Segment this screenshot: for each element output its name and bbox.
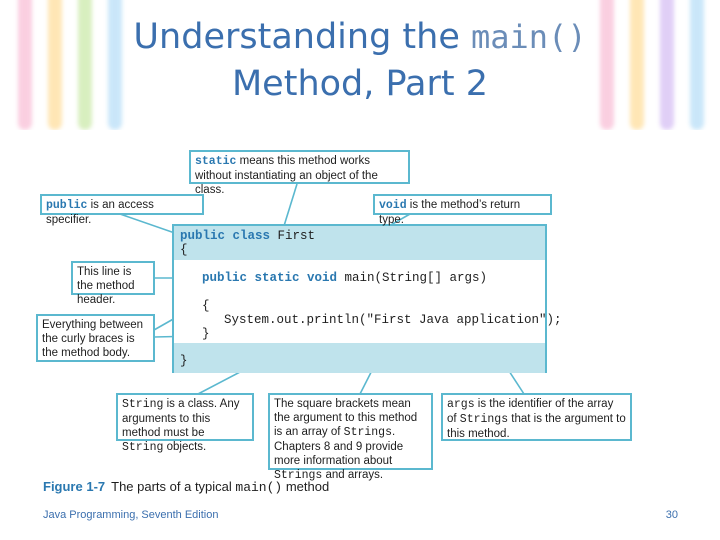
code-line-open-class: { — [180, 243, 188, 257]
callout-string-class: String is a class. Any arguments to this… — [116, 393, 254, 454]
title-text-2: Method, Part 2 — [231, 64, 488, 104]
callout-method-body: Everything between the curly braces is t… — [36, 314, 155, 362]
figure-label: Figure 1-7 — [43, 479, 106, 494]
code-listing: public class First { public static void … — [172, 224, 562, 373]
code-line-open-method: { — [202, 299, 210, 313]
decorative-banner — [0, 0, 720, 130]
callout-static: static means this method works without i… — [189, 150, 410, 196]
callout-square-brackets: The square brackets mean the argument to… — [268, 393, 433, 482]
callout-args: args is the identifier of the array of S… — [441, 393, 632, 441]
title-text-1: Understanding the — [133, 17, 471, 57]
footer-page-number: 30 — [665, 509, 678, 521]
slide-title: Understanding the main() Method, Part 2 — [0, 14, 720, 108]
title-code: main() — [470, 18, 587, 56]
code-line-println: System.out.println("First Java applicati… — [224, 313, 562, 327]
callout-void: void is the method’s return type. — [373, 194, 552, 226]
callout-public: public is an access specifier. — [40, 194, 204, 226]
code-line-method-header: public static void main(String[] args) — [202, 271, 488, 285]
code-band-top — [174, 226, 545, 260]
callout-method-header: This line is the method header. — [71, 261, 155, 306]
code-line-class: public class First — [180, 229, 316, 243]
footer-book-title: Java Programming, Seventh Edition — [43, 509, 219, 521]
code-band-bottom — [174, 343, 545, 373]
code-line-close-method: } — [202, 327, 210, 341]
code-line-close-class: } — [180, 354, 188, 368]
